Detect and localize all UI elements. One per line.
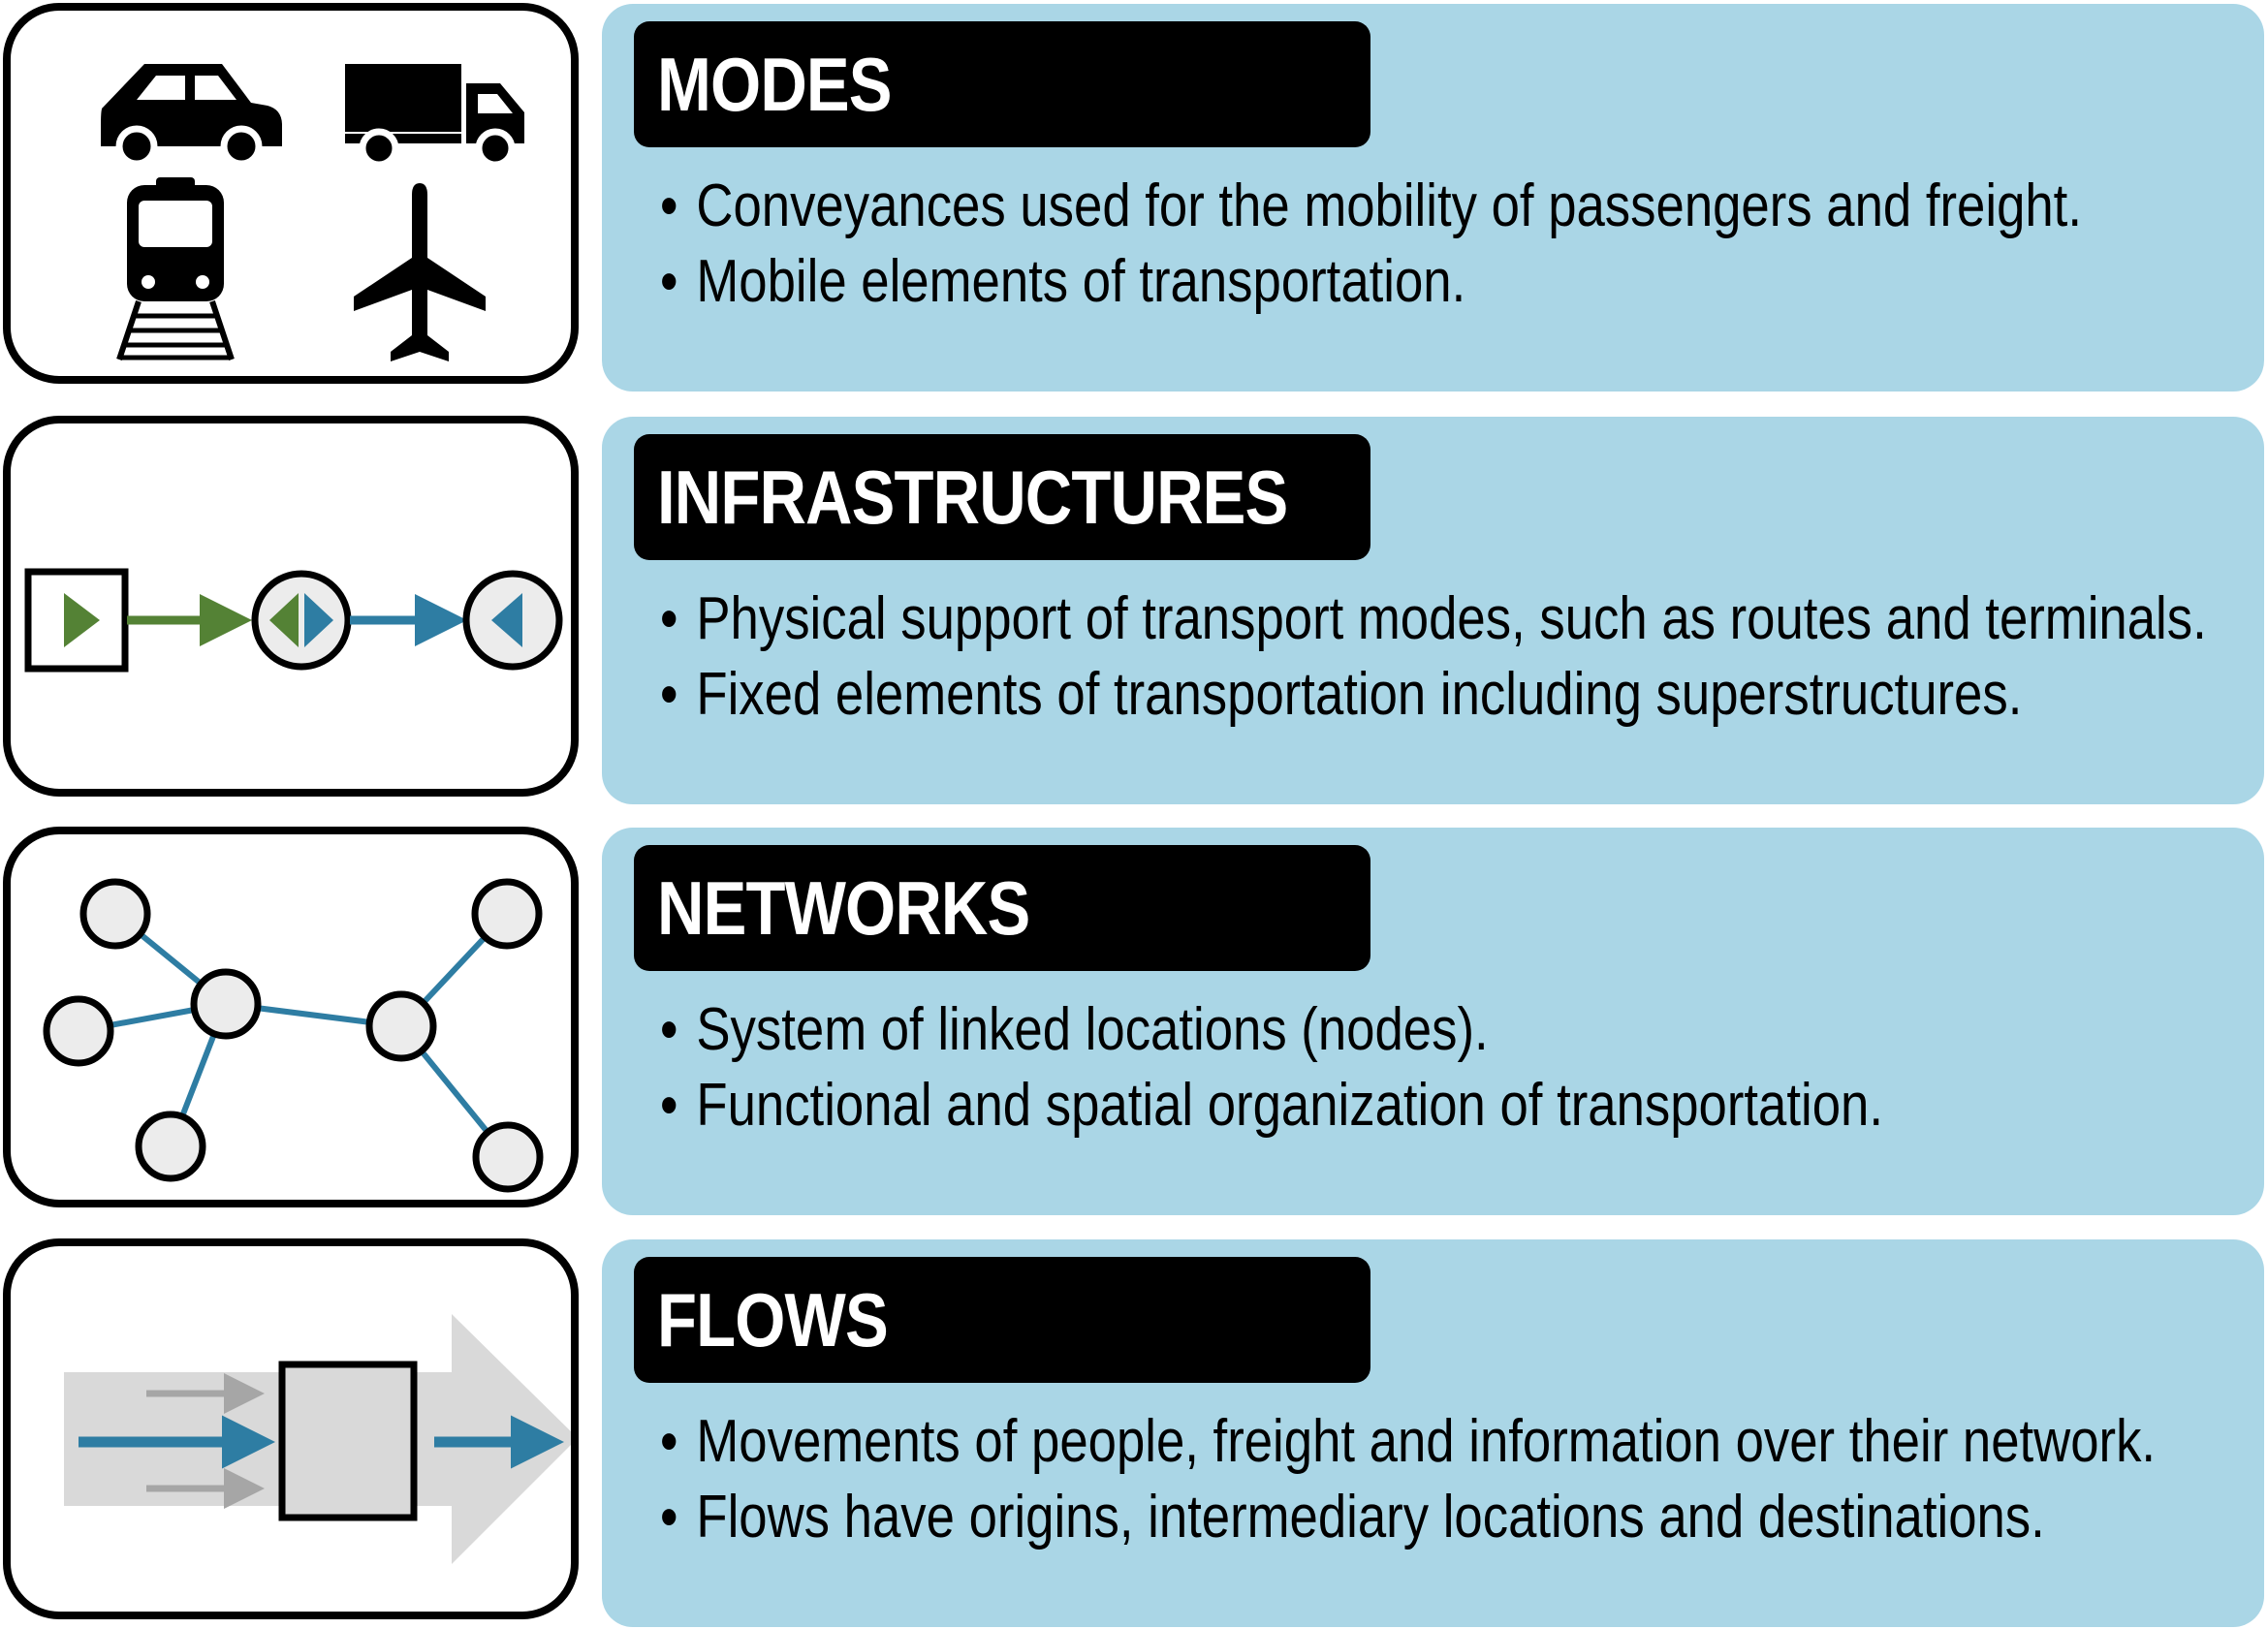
- truck-icon: [345, 64, 524, 169]
- flows-bullet-list: Movements of people, freight and informa…: [660, 1404, 2268, 1555]
- node-icon: [472, 1121, 544, 1193]
- node-icon: [135, 1111, 206, 1182]
- infrastructures-icon-box: [3, 416, 579, 797]
- origin-terminal-icon: [24, 568, 129, 673]
- network-nodes: [43, 878, 544, 1193]
- list-item: Fixed elements of transportation includi…: [660, 657, 2207, 733]
- modes-title: MODES: [657, 41, 893, 127]
- flows-title: FLOWS: [657, 1276, 889, 1363]
- list-item: Conveyances used for the mobility of pas…: [660, 169, 2082, 244]
- networks-icon-box: [3, 827, 579, 1207]
- infrastructures-title: INFRASTRUCTURES: [657, 454, 1288, 540]
- list-item: System of linked locations (nodes).: [660, 992, 1883, 1068]
- list-item: Physical support of transport modes, suc…: [660, 581, 2207, 657]
- flows-title-bar: FLOWS: [634, 1257, 1370, 1383]
- network-links: [78, 911, 511, 1159]
- intermodal-terminal-icon: [251, 570, 352, 671]
- infrastructures-bullet-list: Physical support of transport modes, suc…: [660, 581, 2268, 733]
- hub-node-icon: [365, 990, 437, 1062]
- networks-title: NETWORKS: [657, 864, 1030, 951]
- train-icon: [116, 177, 235, 360]
- list-item: Movements of people, freight and informa…: [660, 1404, 2156, 1480]
- list-item: Flows have origins, intermediary locatio…: [660, 1480, 2156, 1555]
- modes-title-bar: MODES: [634, 21, 1370, 147]
- flows-panel: FLOWS Movements of people, freight and i…: [602, 1239, 2264, 1627]
- modes-panel: MODES Conveyances used for the mobility …: [602, 4, 2264, 392]
- node-icon: [79, 878, 151, 950]
- infrastructures-panel: INFRASTRUCTURES Physical support of tran…: [602, 417, 2264, 804]
- infrastructures-title-bar: INFRASTRUCTURES: [634, 434, 1370, 560]
- airplane-icon: [354, 183, 486, 361]
- networks-title-bar: NETWORKS: [634, 845, 1370, 971]
- list-item: Mobile elements of transportation.: [660, 244, 2082, 320]
- modes-icon-box: [3, 3, 579, 384]
- network-graph-icon: [43, 878, 544, 1193]
- intermediary-location-icon: [278, 1361, 418, 1521]
- transport-modes-icon: [101, 64, 524, 361]
- networks-panel: NETWORKS System of linked locations (nod…: [602, 828, 2264, 1215]
- node-icon: [471, 878, 543, 950]
- list-item: Functional and spatial organization of t…: [660, 1068, 1883, 1143]
- infrastructure-link-icon: [24, 568, 563, 673]
- node-icon: [43, 995, 114, 1067]
- hub-node-icon: [190, 968, 262, 1040]
- modes-bullet-list: Conveyances used for the mobility of pas…: [660, 169, 2268, 320]
- green-triangle-icon: [64, 593, 100, 647]
- flows-arrows-icon: [64, 1314, 571, 1564]
- networks-bullet-list: System of linked locations (nodes). Func…: [660, 992, 2099, 1143]
- car-icon: [101, 64, 282, 168]
- flows-icon-box: [3, 1238, 579, 1619]
